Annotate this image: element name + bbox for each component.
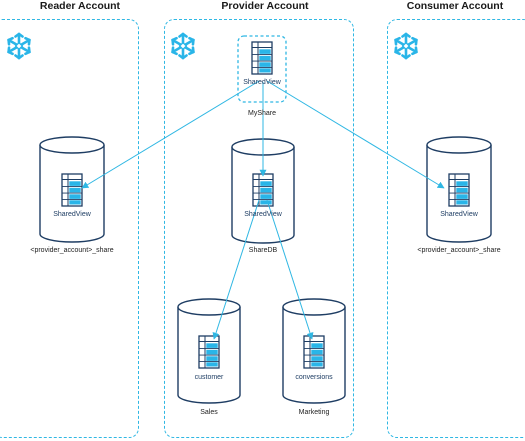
reader-view-icon bbox=[61, 173, 83, 207]
reader-snowflake-icon bbox=[5, 32, 33, 60]
share-to-consumer-arrow bbox=[266, 80, 445, 189]
consumer-account-title: Consumer Account bbox=[406, 0, 504, 12]
consumer-view-label: SharedView bbox=[440, 211, 478, 218]
share-name-label: MyShare bbox=[247, 110, 277, 117]
marketing-db-label: Marketing bbox=[298, 409, 330, 416]
consumer-db-label: <provider_account>_share bbox=[417, 247, 501, 254]
conversions-table-label: conversions bbox=[295, 374, 333, 381]
share-db-view-icon bbox=[252, 173, 274, 207]
consumer-view-icon bbox=[448, 173, 470, 207]
reader-account-panel bbox=[0, 19, 139, 438]
share-db-view-label: SharedView bbox=[244, 211, 282, 218]
sharedb-to-customer-arrow bbox=[212, 199, 260, 340]
share-view-label: SharedView bbox=[243, 79, 281, 86]
sales-db-label: Sales bbox=[200, 409, 218, 416]
provider-account-panel bbox=[164, 19, 354, 438]
consumer-account-panel bbox=[387, 19, 525, 438]
provider-account-title: Provider Account bbox=[221, 0, 309, 12]
provider-snowflake-icon bbox=[169, 32, 197, 60]
consumer-snowflake-icon bbox=[392, 32, 420, 60]
reader-view-label: SharedView bbox=[53, 211, 91, 218]
share-to-reader-arrow bbox=[81, 80, 260, 189]
reader-account-title: Reader Account bbox=[39, 0, 121, 12]
customer-table-label: customer bbox=[194, 374, 224, 381]
conversions-table-icon bbox=[303, 335, 325, 369]
share-view-icon bbox=[251, 41, 273, 75]
reader-db-label: <provider_account>_share bbox=[30, 247, 114, 254]
sharedb-to-conversions-arrow bbox=[266, 199, 314, 340]
customer-table-icon bbox=[198, 335, 220, 369]
share-db-label: ShareDB bbox=[248, 247, 278, 254]
